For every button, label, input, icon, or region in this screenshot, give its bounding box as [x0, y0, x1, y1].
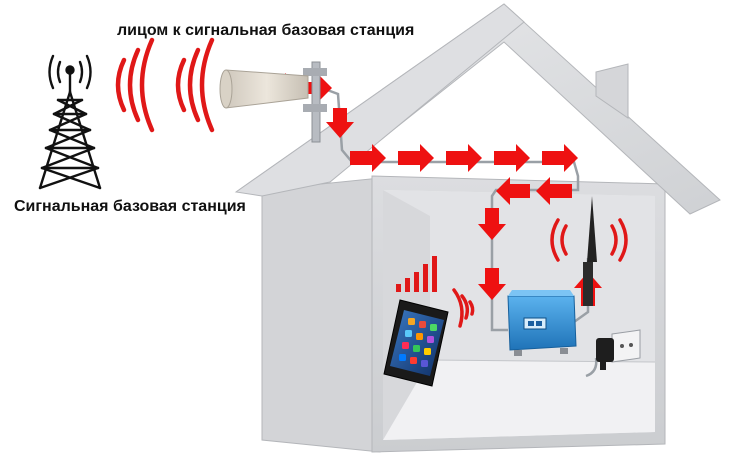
roof-left-slope [234, 3, 525, 197]
signal-arrow [494, 144, 530, 172]
signal-arrow [478, 268, 506, 300]
smartphone-icon [383, 299, 449, 387]
signal-bars-icon [396, 256, 437, 292]
wall-socket-icon [611, 329, 641, 363]
interior-floor [383, 360, 655, 440]
repeater-booster-icon [507, 290, 577, 356]
signal-arrow [496, 177, 530, 205]
signal-arrow [542, 144, 578, 172]
signal-arrow [478, 208, 506, 240]
signal-arrow [326, 108, 354, 138]
signal-arrow [536, 177, 572, 205]
outdoor-signal-waves [115, 37, 215, 133]
facing-base-station-label: лицом к сигнальная базовая станция [117, 22, 415, 39]
signal-arrow [446, 144, 482, 172]
indoor-signal-waves [452, 218, 628, 328]
house-left-wall [261, 177, 381, 453]
chimney [595, 63, 629, 119]
signal-arrow [350, 144, 386, 172]
signal-base-station-label: Сигнальная базовая станция [14, 198, 246, 215]
cell-tower-icon [38, 54, 102, 190]
yagi-antenna-icon [219, 61, 327, 143]
power-adapter-icon [596, 338, 614, 370]
indoor-whip-antenna-icon [583, 196, 597, 306]
interior-back-wall [383, 190, 655, 362]
signal-arrow [398, 144, 434, 172]
